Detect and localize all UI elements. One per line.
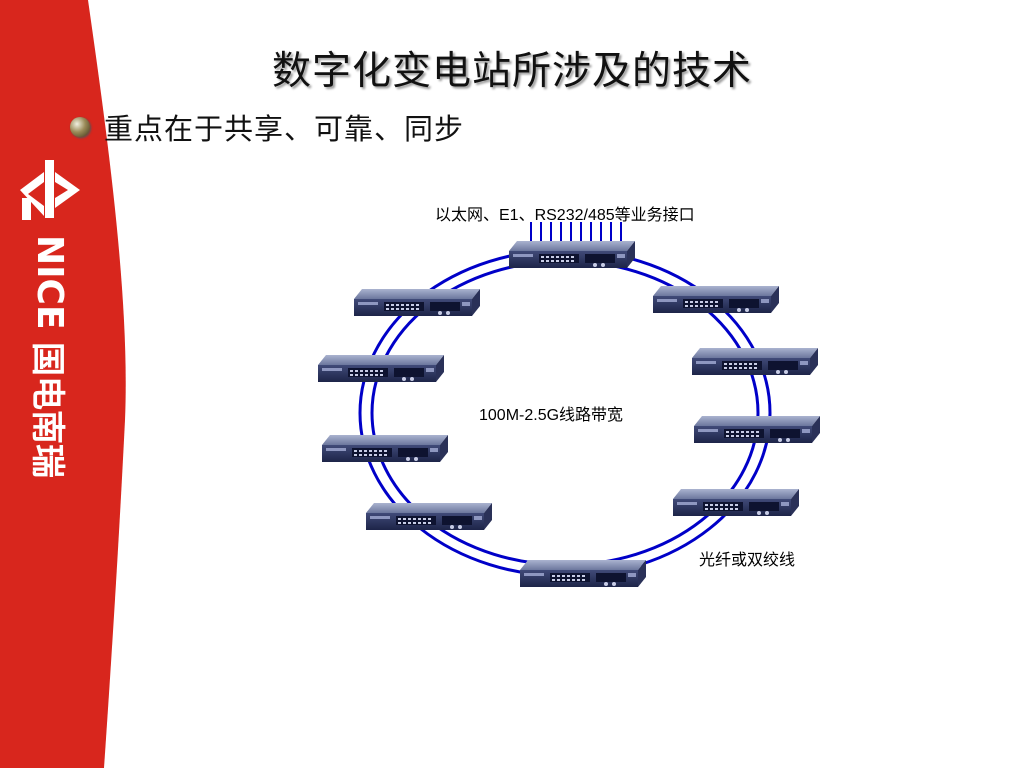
bullet-text: 重点在于共享、可靠、同步 xyxy=(104,112,465,146)
switch-device xyxy=(322,435,448,462)
switch-device xyxy=(520,560,646,587)
switch-device xyxy=(694,416,820,443)
sidebar-band xyxy=(0,0,126,768)
link-type-label: 光纤或双绞线 xyxy=(699,552,796,569)
switch-device xyxy=(692,348,818,375)
interface-label: 以太网、E1、RS232/485等业务接口 xyxy=(435,207,695,224)
bullet-icon xyxy=(70,117,90,137)
switch-device xyxy=(509,241,635,268)
page-title: 数字化变电站所涉及的技术 xyxy=(271,49,752,94)
switch-device xyxy=(318,355,444,382)
interface-lines xyxy=(530,222,622,244)
switch-device xyxy=(366,503,492,530)
bandwidth-label: 100M-2.5G线路带宽 xyxy=(479,407,624,424)
switch-device xyxy=(653,286,779,313)
nice-logo-text: NICE xyxy=(29,235,70,330)
switch-device xyxy=(354,289,480,316)
emblem-icon xyxy=(20,160,80,220)
switch-device xyxy=(673,489,799,516)
nice-logo-chinese: 国电南瑞 xyxy=(27,342,67,478)
nice-logo: NICE 国电南瑞 xyxy=(20,160,80,478)
bullet-item: 重点在于共享、可靠、同步 xyxy=(70,106,464,148)
